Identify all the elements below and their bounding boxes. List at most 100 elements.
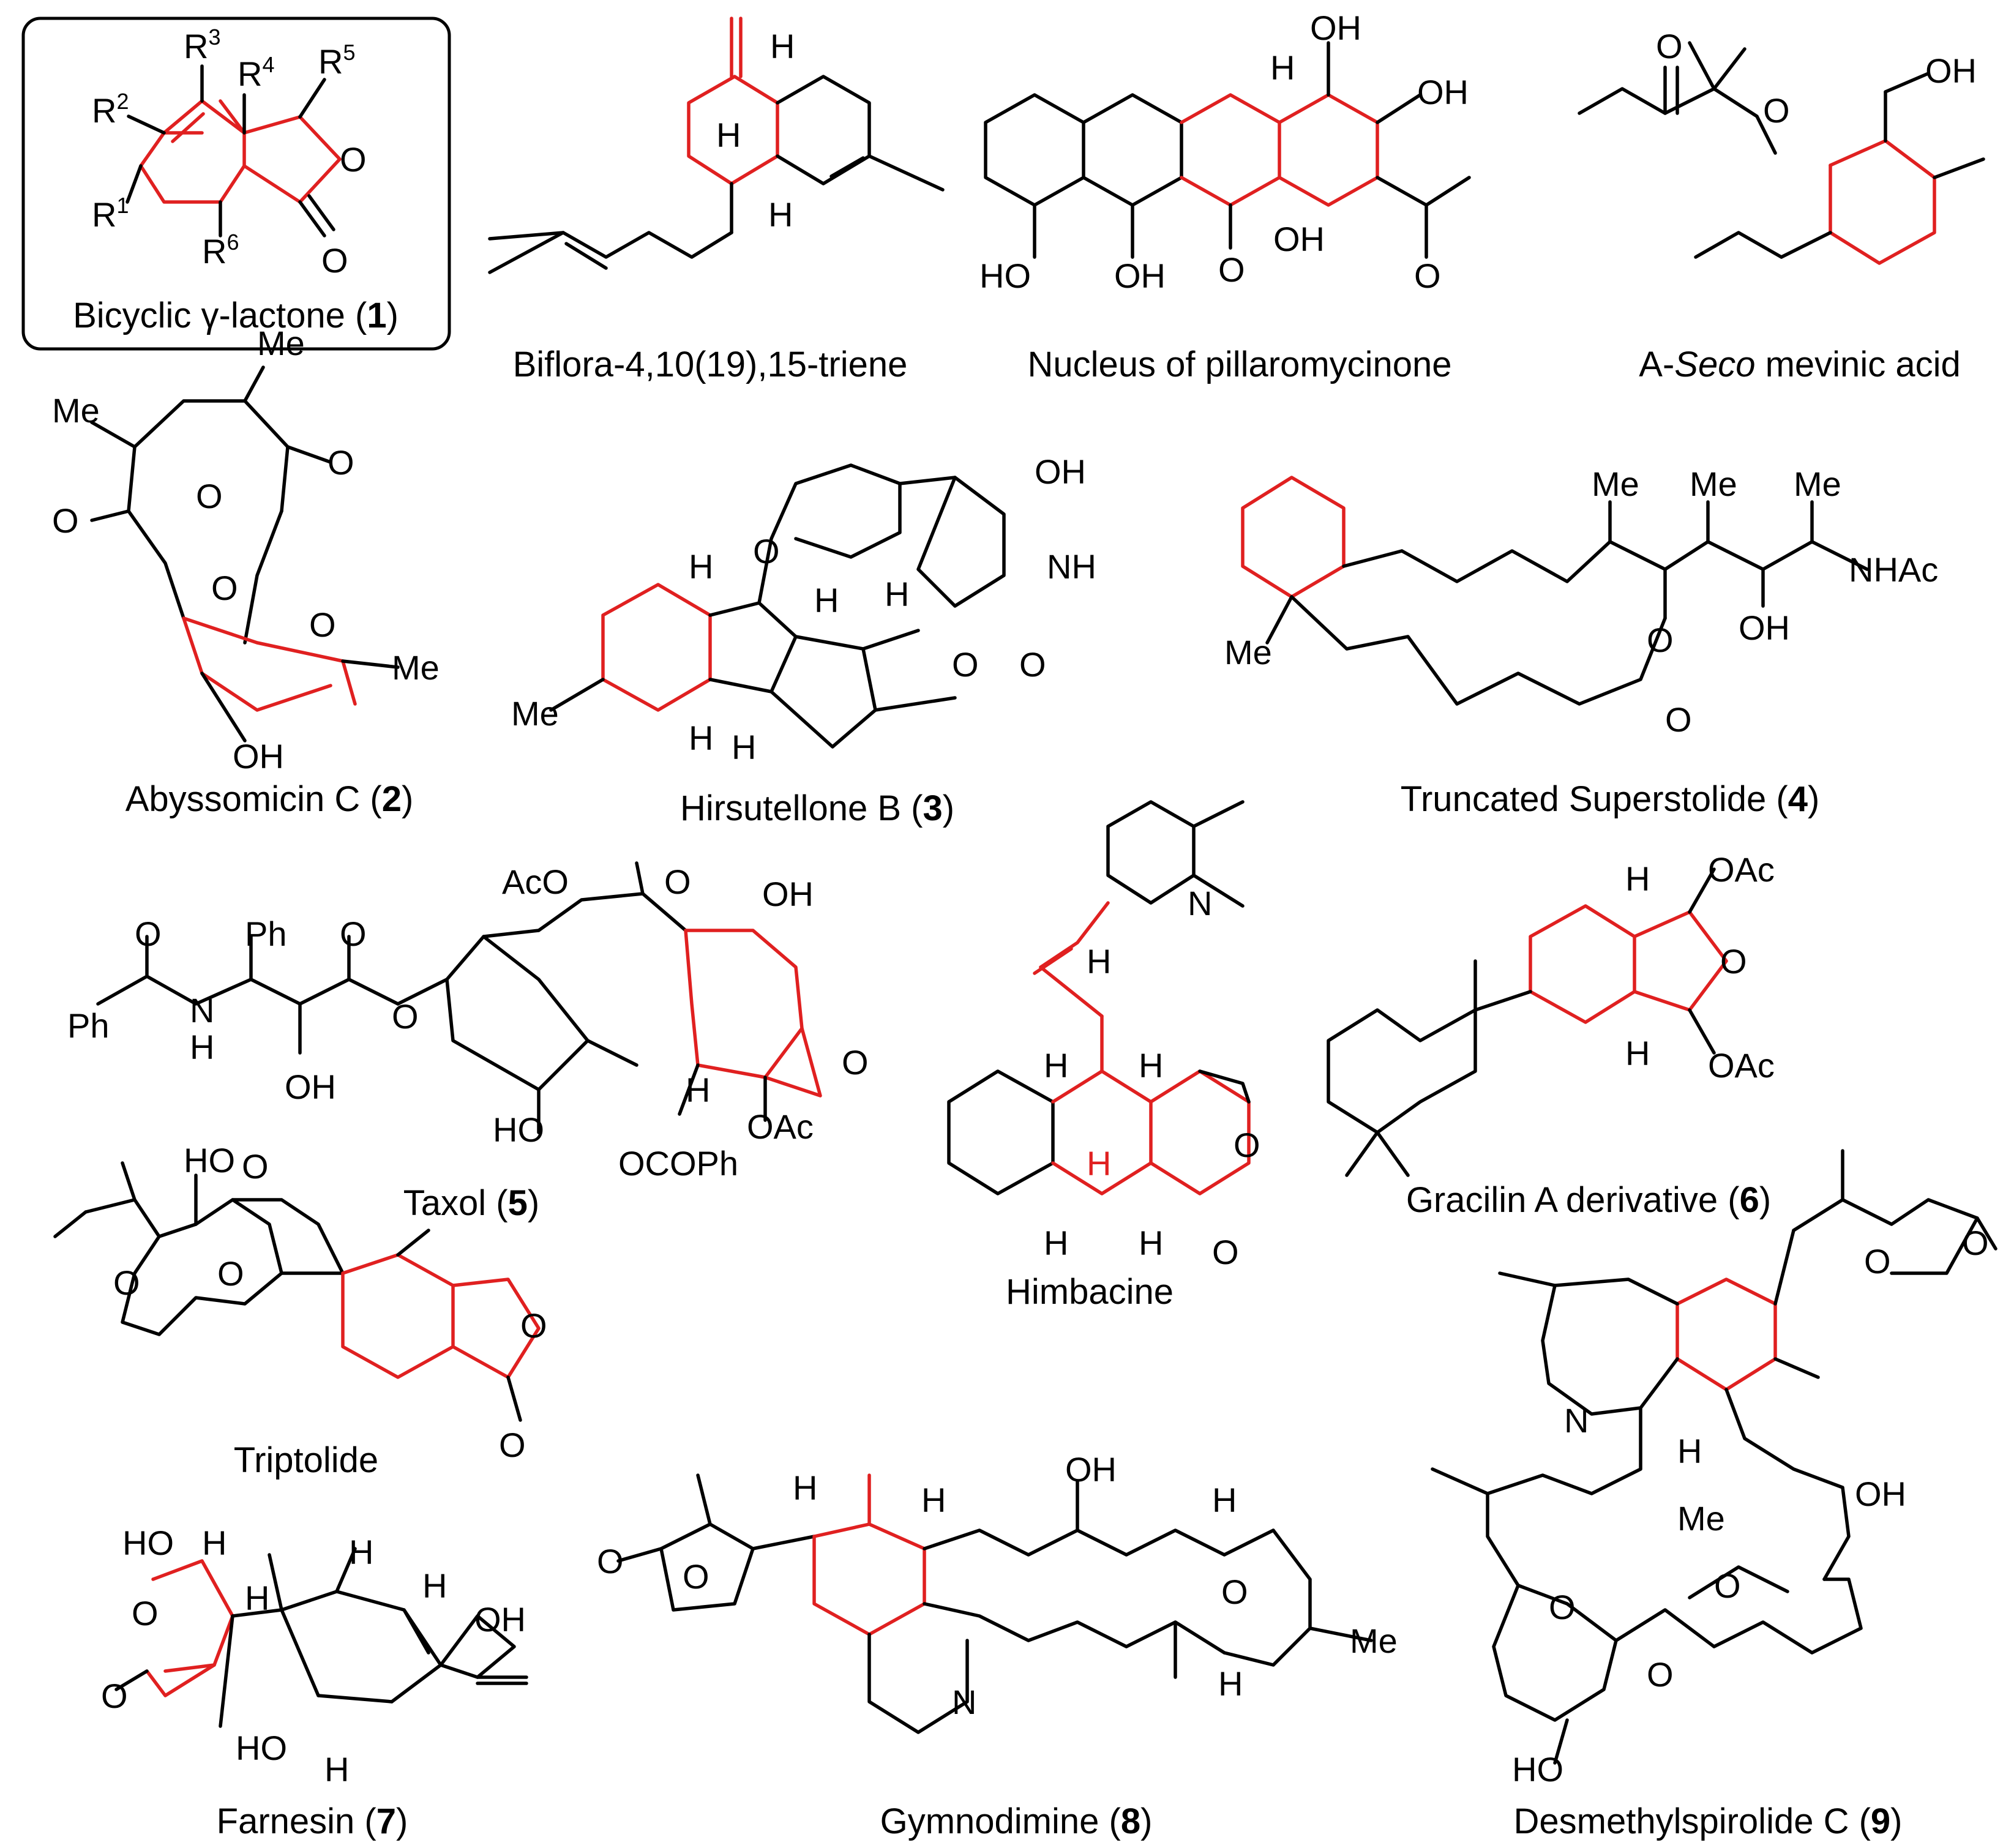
- taxol-aco: AcO: [502, 862, 569, 901]
- abyssomicin-o-lactone: O: [196, 477, 223, 515]
- gracilin-caption: Gracilin A derivative (6): [1406, 1180, 1771, 1220]
- triptolide-o-epoxide-1: O: [242, 1147, 269, 1186]
- compound-gymnodimine: O O OH O Me N H H H H Gymnodimine (8): [597, 1450, 1398, 1841]
- gymnodimine-o-lactone: O: [683, 1557, 709, 1596]
- himbacine-h-5: H: [1044, 1224, 1068, 1262]
- triptolide-ho: HO: [184, 1141, 235, 1180]
- biflora-h-top: H: [770, 27, 795, 65]
- biflora-h-bottom: H: [768, 195, 793, 234]
- core-ring-oxygen: O: [340, 140, 367, 179]
- hirsutellone-nh: NH: [1047, 547, 1096, 586]
- compound-taxol: Ph Ph N H O O O OH AcO O OH O HO H OAc O…: [67, 861, 869, 1223]
- gymnodimine-caption: Gymnodimine (8): [880, 1801, 1153, 1841]
- himbacine-h-6: H: [1139, 1224, 1163, 1262]
- compound-gracilin: OAc OAc O H H Gracilin A derivative (6): [1327, 850, 1775, 1220]
- farnesin-o-carbonyl: O: [101, 1677, 128, 1715]
- gracilin-oac-top: OAc: [1708, 850, 1775, 889]
- farnesin-h-2: H: [245, 1579, 269, 1617]
- core-r1: R1: [92, 193, 129, 234]
- taxol-ph-2: Ph: [245, 915, 287, 953]
- taxol-ph-1: Ph: [67, 1006, 110, 1045]
- farnesin-ho-bottom: HO: [236, 1729, 287, 1767]
- gymnodimine-h-4: H: [1218, 1664, 1243, 1703]
- hirsutellone-o-lactam: O: [1019, 645, 1046, 684]
- hirsutellone-h-2: H: [814, 581, 839, 619]
- superstolide-me-1: Me: [1592, 465, 1639, 503]
- taxol-oh-side: OH: [285, 1068, 336, 1106]
- compound-hirsutellone: OH NH O O O Me H H H H H Hirsutellone B …: [511, 452, 1096, 828]
- superstolide-o-ester: O: [1647, 621, 1674, 659]
- gymnodimine-o-carbonyl: O: [597, 1542, 624, 1581]
- spirolide-o-lactone: O: [1864, 1242, 1891, 1281]
- abyssomicin-caption: Abyssomicin C (2): [125, 779, 414, 819]
- taxol-o-ester-carbonyl: O: [340, 915, 367, 953]
- hirsutellone-oh: OH: [1035, 452, 1086, 491]
- pillaromycinone-ketone-o: O: [1218, 250, 1245, 289]
- spirolide-o-ring-3: O: [1714, 1566, 1741, 1605]
- mevinic-o-carbonyl: O: [1656, 27, 1683, 65]
- gymnodimine-n: N: [952, 1683, 976, 1721]
- gracilin-o-ring: O: [1720, 942, 1747, 981]
- abyssomicin-oh: OH: [233, 737, 284, 776]
- himbacine-o-carbonyl: O: [1212, 1233, 1239, 1271]
- core-r3: R3: [184, 24, 220, 65]
- hirsutellone-h-5: H: [732, 728, 756, 766]
- pillaromycinone-oh-top: OH: [1310, 9, 1361, 47]
- hirsutellone-h-1: H: [689, 547, 713, 586]
- farnesin-h-1: H: [202, 1524, 227, 1562]
- hirsutellone-caption: Hirsutellone B (3): [680, 788, 954, 828]
- pillaromycinone-caption: Nucleus of pillaromycinone: [1027, 345, 1451, 384]
- compound-superstolide: Me Me Me Me NHAc OH O O Truncated Supers…: [1224, 465, 1938, 819]
- mevinic-o-ester: O: [1763, 91, 1790, 130]
- himbacine-n: N: [1188, 884, 1212, 922]
- biflora-h-mid: H: [716, 116, 741, 154]
- spirolide-o-ring-1: O: [1549, 1588, 1576, 1626]
- biflora-caption: Biflora-4,10(19),15-triene: [513, 345, 908, 384]
- superstolide-me-4: Me: [1224, 633, 1272, 671]
- abyssomicin-o-ring: O: [211, 569, 238, 607]
- taxol-ocoph: OCOPh: [618, 1144, 738, 1183]
- hirsutellone-o-ketone: O: [952, 645, 979, 684]
- taxol-o-amide: O: [135, 915, 162, 953]
- core-r5: R5: [318, 40, 355, 81]
- farnesin-o-ring: O: [132, 1594, 159, 1633]
- spirolide-o-carbonyl: O: [1962, 1224, 1989, 1262]
- farnesin-ho-top: HO: [122, 1524, 174, 1562]
- farnesin-h-5: H: [324, 1750, 349, 1789]
- compound-mevinic: O O OH A-Seco mevinic acid: [1578, 27, 1985, 384]
- farnesin-caption: Farnesin (7): [217, 1801, 408, 1841]
- core-r2: R2: [92, 89, 129, 130]
- hirsutellone-h-4: H: [689, 719, 713, 757]
- triptolide-caption: Triptolide: [234, 1440, 378, 1480]
- compound-triptolide: HO O O O O O Triptolide: [53, 1141, 547, 1480]
- spirolide-me: Me: [1677, 1499, 1725, 1538]
- triptolide-o-carbonyl: O: [499, 1426, 526, 1464]
- gymnodimine-h-1: H: [793, 1468, 817, 1507]
- mevinic-caption: A-Seco mevinic acid: [1639, 345, 1960, 384]
- compound-abyssomicin: Me Me Me O O O O O OH Abyssomicin C (2): [52, 324, 440, 819]
- abyssomicin-me-top: Me: [257, 324, 305, 362]
- farnesin-h-4: H: [422, 1566, 447, 1605]
- farnesin-h-3: H: [349, 1533, 373, 1571]
- himbacine-h-2: H: [1044, 1046, 1068, 1085]
- gymnodimine-me: Me: [1350, 1622, 1398, 1660]
- pillaromycinone-oh-tertiary: OH: [1273, 220, 1325, 258]
- spirolide-caption: Desmethylspirolide C (9): [1514, 1801, 1903, 1841]
- spirolide-n: N: [1564, 1401, 1589, 1440]
- triptolide-o-epoxide-2: O: [113, 1263, 140, 1302]
- core-carbonyl-oxygen: O: [321, 241, 348, 280]
- pillaromycinone-h: H: [1270, 48, 1295, 87]
- superstolide-caption: Truncated Superstolide (4): [1401, 779, 1820, 819]
- superstolide-me-2: Me: [1690, 465, 1737, 503]
- compound-farnesin: HO HO OH O O H H H H H Farnesin (7): [101, 1524, 528, 1841]
- gracilin-h-top: H: [1625, 859, 1650, 898]
- gymnodimine-h-2: H: [921, 1481, 946, 1519]
- spirolide-ho: HO: [1512, 1750, 1563, 1789]
- superstolide-oh: OH: [1739, 608, 1790, 647]
- compound-pillaromycinone: HO OH O OH OH OH O H Nucleus of pillarom…: [979, 9, 1471, 384]
- gracilin-oac-bottom: OAc: [1708, 1046, 1775, 1085]
- taxol-caption: Taxol (5): [403, 1183, 539, 1223]
- hirsutellone-me: Me: [511, 694, 559, 733]
- abyssomicin-me-right: Me: [392, 648, 440, 687]
